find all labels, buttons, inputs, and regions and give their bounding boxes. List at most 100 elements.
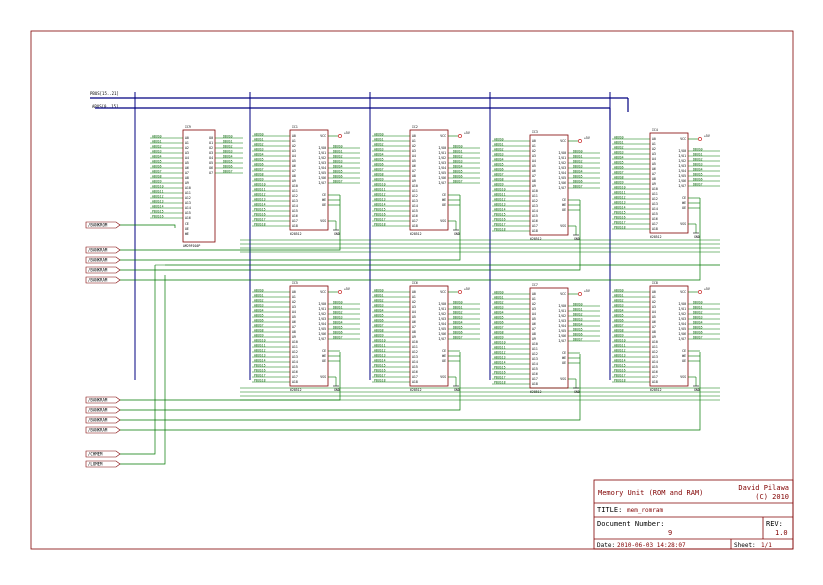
signal-port: /BANKRAM	[85, 416, 121, 424]
rom-net-right: DBUS1	[223, 140, 233, 144]
ram-net-right: DBUS3	[333, 316, 343, 320]
ram-pin-left: A3	[532, 307, 536, 311]
ram-pin-left: A6	[532, 169, 536, 173]
ram-pin-left: A4	[652, 157, 656, 161]
ram-net-left: ABUS11	[254, 344, 266, 348]
ram-gnd: GND	[694, 235, 700, 239]
ram-net-left: PBUS16	[614, 216, 626, 220]
rom-body	[182, 129, 216, 243]
ram-chip: IC7628512A0ABUS0A1ABUS1A2ABUS2A3ABUS3A4A…	[492, 283, 600, 394]
ram-pin-ctrl: CE	[442, 349, 446, 353]
port-label: /BANKRAM	[88, 277, 108, 282]
ram-net-left: ABUS12	[614, 349, 626, 353]
ram-pin-left: A4	[412, 154, 416, 158]
ram-pin-right: I/O1	[678, 154, 686, 158]
ram-net-left: ABUS13	[374, 354, 386, 358]
ram-pin-left: A4	[412, 310, 416, 314]
ram-net-left: PBUS15	[494, 213, 506, 217]
ram-net-left: PBUS16	[254, 369, 266, 373]
ram-pin-ctrl: OE	[682, 206, 686, 210]
ram-net-left: PBUS17	[614, 374, 626, 378]
ram-net-left: ABUS4	[494, 158, 504, 162]
ram-pin-ctrl: CE	[442, 193, 446, 197]
ram-net-left: ABUS11	[614, 191, 626, 195]
ram-net-left: ABUS1	[614, 141, 624, 145]
ram-net-right: DBUS2	[333, 155, 343, 159]
ram-pin-left: A6	[412, 320, 416, 324]
ram-pin-left: A6	[292, 164, 296, 168]
ram-net-right: DBUS6	[693, 178, 703, 182]
ram-net-left: ABUS3	[374, 304, 384, 308]
port-shape	[85, 266, 121, 274]
ram-net-left: ABUS8	[254, 329, 264, 333]
ram-part: 628512	[410, 388, 422, 392]
signal-port: /BANKRAM	[85, 406, 121, 414]
ram-pin-left: A7	[292, 169, 296, 173]
sheet-value: 1/1	[761, 542, 772, 549]
ram-pin-right: I/O5	[558, 329, 566, 333]
ram-part: 628512	[290, 388, 302, 392]
ram-net-left: ABUS3	[254, 148, 264, 152]
ram-net-left: ABUS1	[494, 143, 504, 147]
ram-pin-right: I/O2	[438, 156, 446, 160]
signal-wires	[120, 195, 720, 465]
ram-pin-right: I/O6	[438, 332, 446, 336]
ram-net-left: ABUS6	[494, 321, 504, 325]
ram-pin-right: I/O2	[318, 156, 326, 160]
ram-net-left: PBUS15	[254, 364, 266, 368]
ram-net-left: ABUS4	[494, 311, 504, 315]
ram-pin-right: I/O7	[678, 184, 686, 188]
ram-chip: IC3628512A0ABUS0A1ABUS1A2ABUS2A3ABUS3A4A…	[492, 130, 600, 241]
ram-net-left: ABUS2	[374, 143, 384, 147]
rom-pin-left: A3	[185, 151, 189, 155]
ram-pin-left: A16	[412, 370, 418, 374]
ram-pin-left: A5	[532, 164, 536, 168]
ram-pin-left: A9	[292, 179, 296, 183]
ram-5v: +5V	[704, 287, 710, 291]
ram-pin-left: A9	[532, 184, 536, 188]
signal-port: /BANKRAM	[85, 246, 121, 254]
ram-pin-left: A16	[532, 219, 538, 223]
rom-net-left: ABUS4	[152, 155, 162, 159]
signal-port: /BANKRAM	[85, 426, 121, 434]
ram-net-left: ABUS12	[614, 196, 626, 200]
ram-pin-left: A18	[292, 224, 298, 228]
ram-pin-left: A9	[532, 337, 536, 341]
ram-pin-left: A10	[412, 340, 418, 344]
ram-net-left: PBUS15	[494, 366, 506, 370]
ram-net-right: DBUS5	[333, 326, 343, 330]
ram-net-left: ABUS5	[614, 161, 624, 165]
ram-net-left: PBUS18	[614, 379, 626, 383]
port-shape	[85, 396, 121, 404]
signal-port: /BANKRAM	[85, 276, 121, 284]
ram-pin-left: A3	[412, 305, 416, 309]
ram-vss: VSS	[440, 219, 446, 223]
ram-pin-left: A18	[412, 380, 418, 384]
ram-pin-left: A3	[292, 149, 296, 153]
ram-pin-ctrl: CE	[322, 349, 326, 353]
rev-label: REV:	[766, 520, 783, 528]
ram-pin-left: A11	[652, 345, 658, 349]
ram-pin-left: A8	[412, 174, 416, 178]
ram-pin-right: I/O6	[558, 181, 566, 185]
rom-net-left: ABUS11	[152, 190, 164, 194]
port-shape	[85, 246, 121, 254]
ram-pin-left: A11	[652, 192, 658, 196]
ram-5v: +5V	[344, 287, 350, 291]
ram-vcc: VCC	[680, 290, 686, 294]
ram-net-right: DBUS3	[333, 160, 343, 164]
ram-vss: VSS	[680, 222, 686, 226]
ram-pin-left: A18	[652, 227, 658, 231]
rom-pin-left: A0	[185, 136, 189, 140]
ram-ref: IC2	[412, 125, 418, 129]
ram-net-right: DBUS7	[693, 183, 703, 187]
rom-net-left: ABUS5	[152, 160, 162, 164]
ram-net-left: ABUS0	[494, 138, 504, 142]
ram-pin-left: A2	[292, 144, 296, 148]
ram-pin-left: A11	[292, 345, 298, 349]
ram-net-left: ABUS7	[494, 326, 504, 330]
ram-pin-left: A17	[652, 375, 658, 379]
ram-pin-left: A2	[652, 147, 656, 151]
rom-pin-left: A13	[185, 201, 191, 205]
ram-net-right: DBUS4	[573, 170, 583, 174]
